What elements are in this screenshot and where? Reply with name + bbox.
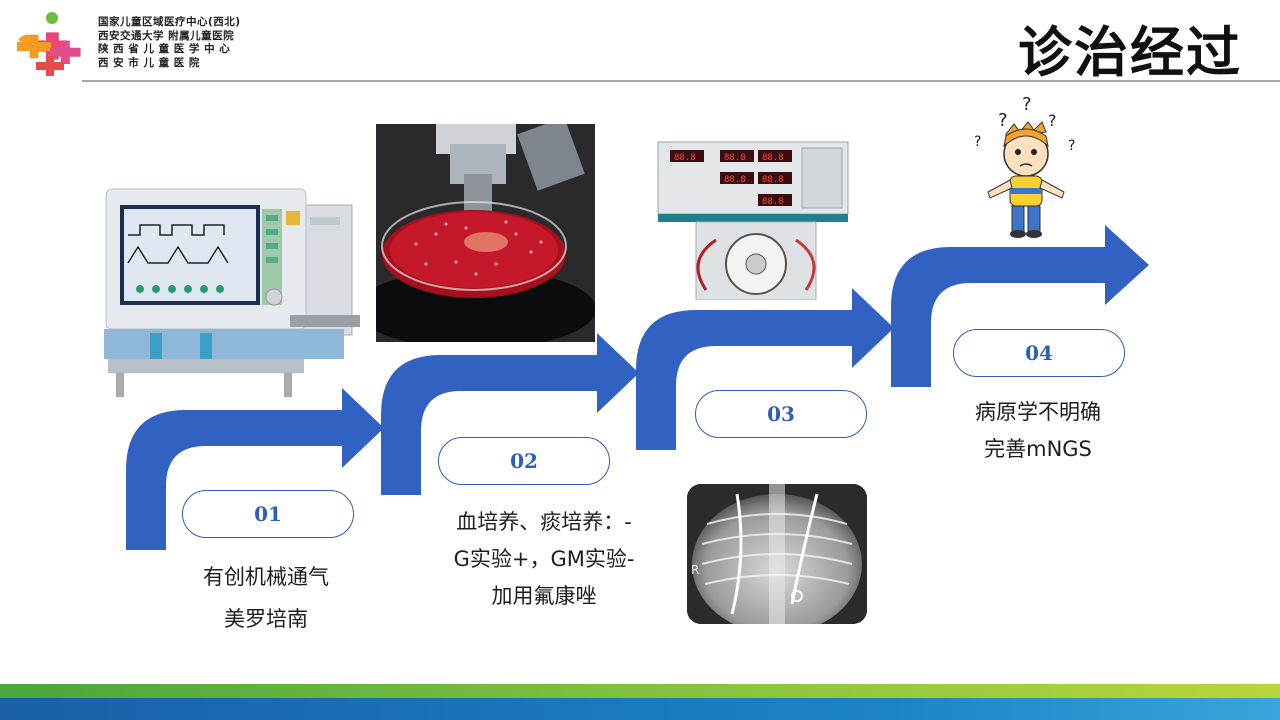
svg-text:88.8: 88.8	[762, 153, 784, 163]
step-1-text: 有创机械通气 美罗培南	[156, 556, 376, 640]
step-2-line-2: G实验+，GM实验-	[453, 547, 635, 571]
logo-line-1: 国家儿童区域医疗中心(西北)	[98, 16, 241, 28]
svg-text:88.8: 88.8	[724, 153, 746, 163]
logo-line-3: 陕 西 省 儿 童 医 学 中 心	[98, 43, 231, 55]
svg-text:88.8: 88.8	[762, 175, 784, 185]
logo-line-4: 西 安 市 儿 童 医 院	[98, 56, 200, 69]
step-1-line-1: 有创机械通气	[203, 565, 329, 589]
step-badge-04: 04	[953, 329, 1125, 377]
arrow-step-1	[126, 388, 384, 550]
svg-text:R: R	[691, 563, 699, 577]
confused-boy-image: ? ? ? ? ?	[970, 96, 1082, 240]
svg-text:?: ?	[998, 110, 1008, 131]
header-divider	[82, 80, 1280, 82]
svg-text:?: ?	[1068, 138, 1075, 154]
footer-stripe-green	[0, 684, 1280, 698]
svg-text:?: ?	[1048, 111, 1057, 130]
step-2-text: 血培养、痰培养：- G实验+，GM实验- 加用氟康唑	[424, 504, 664, 615]
arrow-step-3	[636, 288, 894, 450]
logo-line-2: 西安交通大学 附属儿童医院	[98, 29, 235, 42]
step-badge-01: 01	[182, 490, 354, 538]
step-4-line-1: 病原学不明确	[975, 400, 1101, 424]
step-2-line-1: 血培养、痰培养：-	[456, 510, 632, 534]
svg-text:88.8: 88.8	[724, 175, 746, 185]
svg-text:88.8: 88.8	[674, 153, 696, 163]
footer-stripe-blue	[0, 698, 1280, 720]
ventilator-image	[100, 185, 362, 397]
petri-dish-microscope-image	[376, 124, 595, 342]
page-title: 诊治经过	[1018, 21, 1242, 84]
arrow-step-4	[891, 225, 1149, 387]
hospital-name-block: 国家儿童区域医疗中心(西北) 西安交通大学 附属儿童医院 陕 西 省 儿 童 医…	[98, 16, 241, 70]
step-2-line-3: 加用氟康唑	[491, 584, 597, 608]
hospital-logo-icon	[17, 12, 81, 76]
svg-text:?: ?	[974, 134, 981, 150]
chest-xray-image: R	[687, 484, 867, 624]
step-4-text: 病原学不明确 完善mNGS	[928, 394, 1148, 468]
step-1-line-2: 美罗培南	[224, 607, 308, 631]
step-badge-03: 03	[695, 390, 867, 438]
svg-text:88.8: 88.8	[762, 197, 784, 207]
step-4-line-2: 完善mNGS	[984, 437, 1092, 461]
arrow-step-2	[381, 333, 639, 495]
step-badge-02: 02	[438, 437, 610, 485]
svg-text:?: ?	[1022, 96, 1032, 115]
ecmo-machine-image: 88.8 88.8 88.8 88.8 88.8 88.8	[656, 140, 850, 300]
